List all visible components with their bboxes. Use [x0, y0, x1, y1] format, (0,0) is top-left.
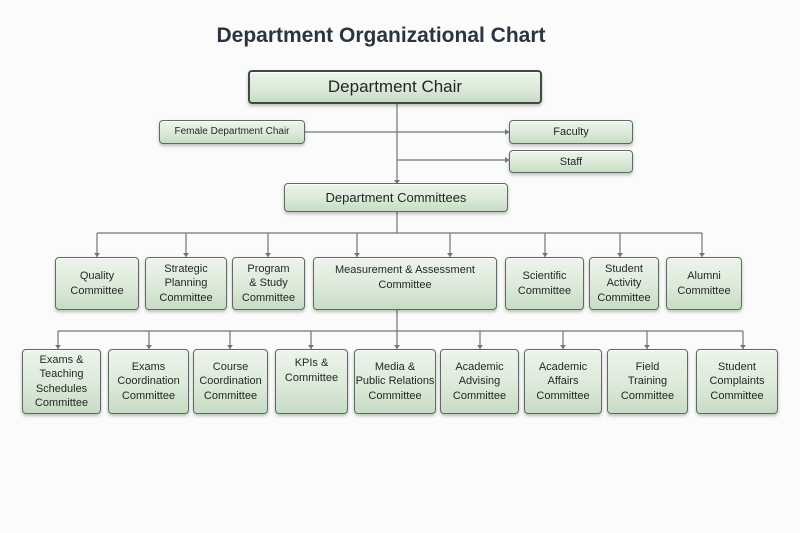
committee-box-field-training: Field Training Committee [607, 349, 688, 414]
committee-box-exams-teaching-schedules: Exams & Teaching Schedules Committee [22, 349, 101, 414]
committee-box-academic-advising: Academic Advising Committee [440, 349, 519, 414]
female-department-chair-box: Female Department Chair [159, 120, 305, 144]
committee-box-kpis: KPIs & Committee [275, 349, 348, 414]
committee-box-student-activity: Student Activity Committee [589, 257, 659, 310]
committee-box-alumni: Alumni Committee [666, 257, 742, 310]
committee-box-scientific: Scientific Committee [505, 257, 584, 310]
department-committees-box: Department Committees [284, 183, 508, 212]
chart-title: Department Organizational Chart [216, 24, 546, 47]
staff-box: Staff [509, 150, 633, 173]
faculty-box: Faculty [509, 120, 633, 144]
committee-box-program-study: Program & Study Committee [232, 257, 305, 310]
committee-box-measurement-assessment: Measurement & Assessment Committee [313, 257, 497, 310]
committee-box-student-complaints: Student Complaints Committee [696, 349, 778, 414]
committee-box-quality: Quality Committee [55, 257, 139, 310]
department-chair-box: Department Chair [248, 70, 542, 104]
committee-box-academic-affairs: Academic Affairs Committee [524, 349, 602, 414]
committee-box-exams-coordination: Exams Coordination Committee [108, 349, 189, 414]
committee-box-media-public-relations: Media & Public Relations Committee [354, 349, 436, 414]
committee-box-course-coordination: Course Coordination Committee [193, 349, 268, 414]
committee-box-strategic-planning: Strategic Planning Committee [145, 257, 227, 310]
